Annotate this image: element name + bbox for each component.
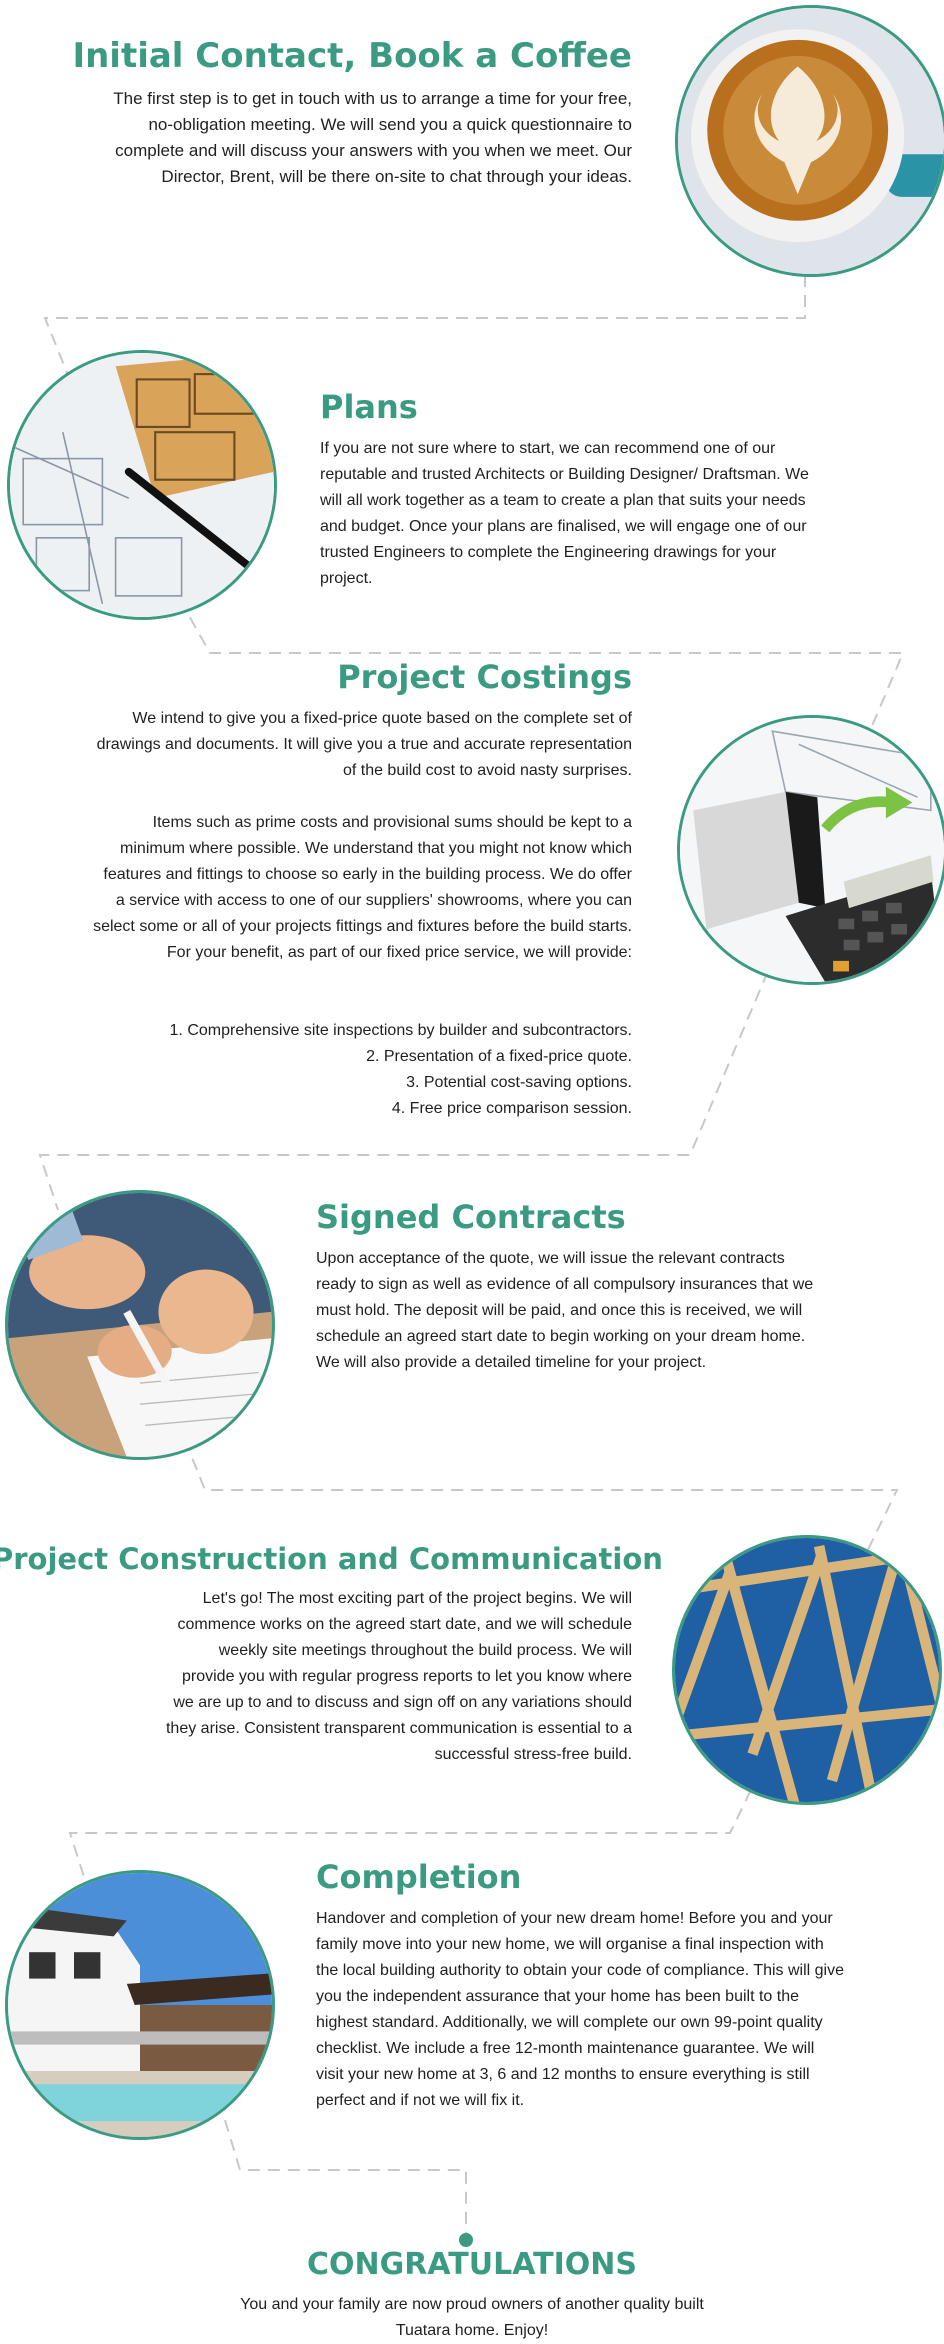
list-item: 1. Comprehensive site inspections by bui… [169, 1022, 632, 1039]
step-title: Plans [320, 388, 418, 426]
list-item: 3. Potential cost-saving options. [406, 1074, 632, 1091]
step-description: Let's go! The most exciting part of the … [165, 1590, 632, 1763]
building-plans-image [7, 350, 277, 620]
calculator-image [677, 715, 944, 985]
congratulations-title: CONGRATULATIONS [307, 2247, 637, 2282]
coffee-cup-image [675, 5, 944, 277]
step-description: Items such as prime costs and provisiona… [93, 814, 632, 961]
step-description: Upon acceptance of the quote, we will is… [316, 1250, 814, 1371]
step-title: Signed Contracts [316, 1198, 626, 1236]
step-description: We intend to give you a fixed-price quot… [96, 710, 632, 779]
step-description: The first step is to get in touch with u… [113, 89, 632, 186]
timeline-end-dot [459, 2233, 473, 2247]
congratulations-text: You and your family are now proud owners… [240, 2296, 704, 2339]
step-description: Handover and completion of your new drea… [316, 1910, 844, 2109]
step-description: If you are not sure where to start, we c… [320, 440, 809, 587]
list-item: 2. Presentation of a fixed-price quote. [366, 1048, 632, 1065]
timber-frame-image [672, 1535, 942, 1805]
step-title: Initial Contact, Book a Coffee [72, 36, 632, 76]
step-title: Completion [316, 1858, 522, 1896]
step-title: Project Construction and Communication [0, 1542, 663, 1576]
list-item: 4. Free price comparison session. [391, 1100, 632, 1117]
finished-home-image [5, 1870, 275, 2140]
signing-contract-image [5, 1190, 275, 1460]
provided-services-list: 1. Comprehensive site inspections by bui… [92, 1018, 632, 1122]
step-title: Project Costings [337, 658, 632, 696]
